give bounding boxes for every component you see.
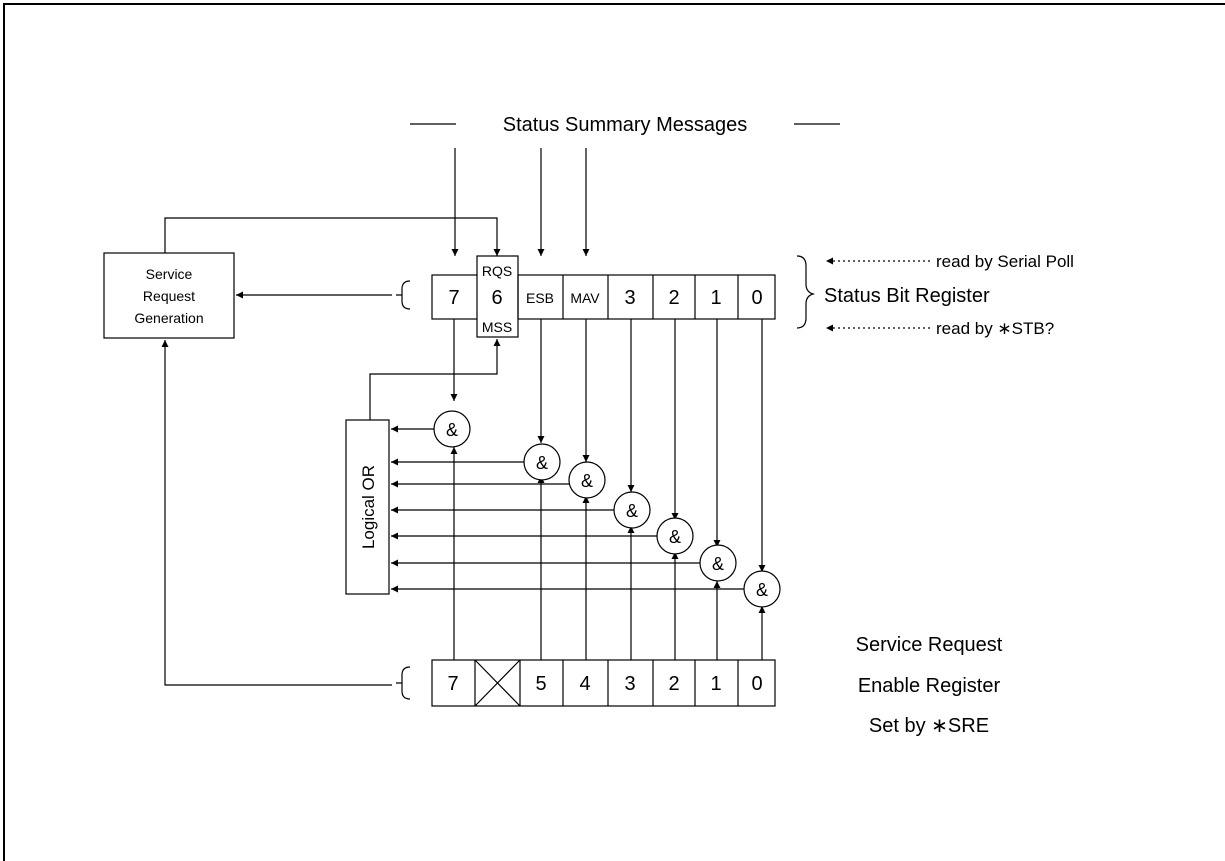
status-register-label: Status Bit Register (824, 285, 990, 307)
logical-or-label: Logical OR (359, 465, 378, 549)
enable-bit-5: 5 (535, 673, 546, 695)
and-gate-4: & (568, 461, 606, 499)
read-serial-label: read by Serial Poll (936, 252, 1074, 271)
enable-register: 7 5 4 3 2 1 0 (431, 659, 776, 707)
status-bit-1: 1 (710, 287, 721, 309)
svg-text:&: & (536, 453, 548, 473)
logical-or-box: Logical OR (345, 419, 390, 595)
read-stb-label: read by ∗STB? (936, 319, 1054, 338)
enable-bit-7: 7 (447, 673, 458, 695)
service-request-generation-box: Service Request Generation (103, 252, 235, 339)
and-gate-3: & (613, 491, 651, 529)
status-bit-mav: MAV (570, 290, 600, 306)
enable-bit-4: 4 (579, 673, 590, 695)
status-bit-register: 7 RQS 6 MSS ESB MAV 3 2 1 0 (431, 255, 776, 338)
bit6-number: 6 (491, 287, 502, 309)
enable-bit-2: 2 (668, 673, 679, 695)
enable-to-and-lines (450, 447, 766, 660)
svg-text:&: & (669, 527, 681, 547)
svg-text:&: & (626, 501, 638, 521)
status-summary-title: Status Summary Messages (410, 114, 840, 136)
srg-to-bit6-arrow (164, 217, 501, 256)
svg-text:&: & (446, 420, 458, 440)
status-left-brace (396, 280, 411, 310)
and-to-or-arrows (391, 425, 744, 593)
svg-text:&: & (712, 554, 724, 574)
srg-line-1: Service (146, 266, 193, 282)
status-bit-esb: ESB (526, 290, 554, 306)
enable-label-line-2: Enable Register (858, 675, 1001, 697)
title-text: Status Summary Messages (503, 114, 748, 136)
enable-label-line-3: Set by ∗SRE (869, 715, 989, 737)
status-to-and-lines (450, 319, 766, 572)
summary-arrows (451, 148, 590, 256)
enable-bit-3: 3 (624, 673, 635, 695)
status-right-brace (796, 255, 816, 329)
and-gate-1: & (699, 544, 737, 582)
status-bit-3: 3 (624, 287, 635, 309)
and-gate-7: & (433, 410, 471, 448)
and-gate-5: & (523, 443, 561, 481)
diagram-frame (3, 3, 1225, 861)
enable-bit-1: 1 (710, 673, 721, 695)
bit6-mss: MSS (482, 319, 512, 335)
and-gate-0: & (743, 570, 781, 608)
enable-label-line-1: Service Request (856, 634, 1003, 656)
bit6-rqs: RQS (482, 263, 512, 279)
enable-bit-0: 0 (751, 673, 762, 695)
enable-to-srg-arrow (161, 340, 392, 686)
bit6-cell (476, 255, 519, 338)
srg-line-2: Request (143, 288, 195, 304)
or-to-rqs-arrow (369, 339, 501, 420)
srg-line-3: Generation (134, 310, 203, 326)
svg-text:&: & (581, 471, 593, 491)
status-bit-0: 0 (751, 287, 762, 309)
status-bit-7: 7 (448, 287, 459, 309)
svg-text:&: & (756, 580, 768, 600)
status-bit-2: 2 (668, 287, 679, 309)
and-gate-2: & (656, 517, 694, 555)
enable-left-brace (396, 666, 411, 700)
